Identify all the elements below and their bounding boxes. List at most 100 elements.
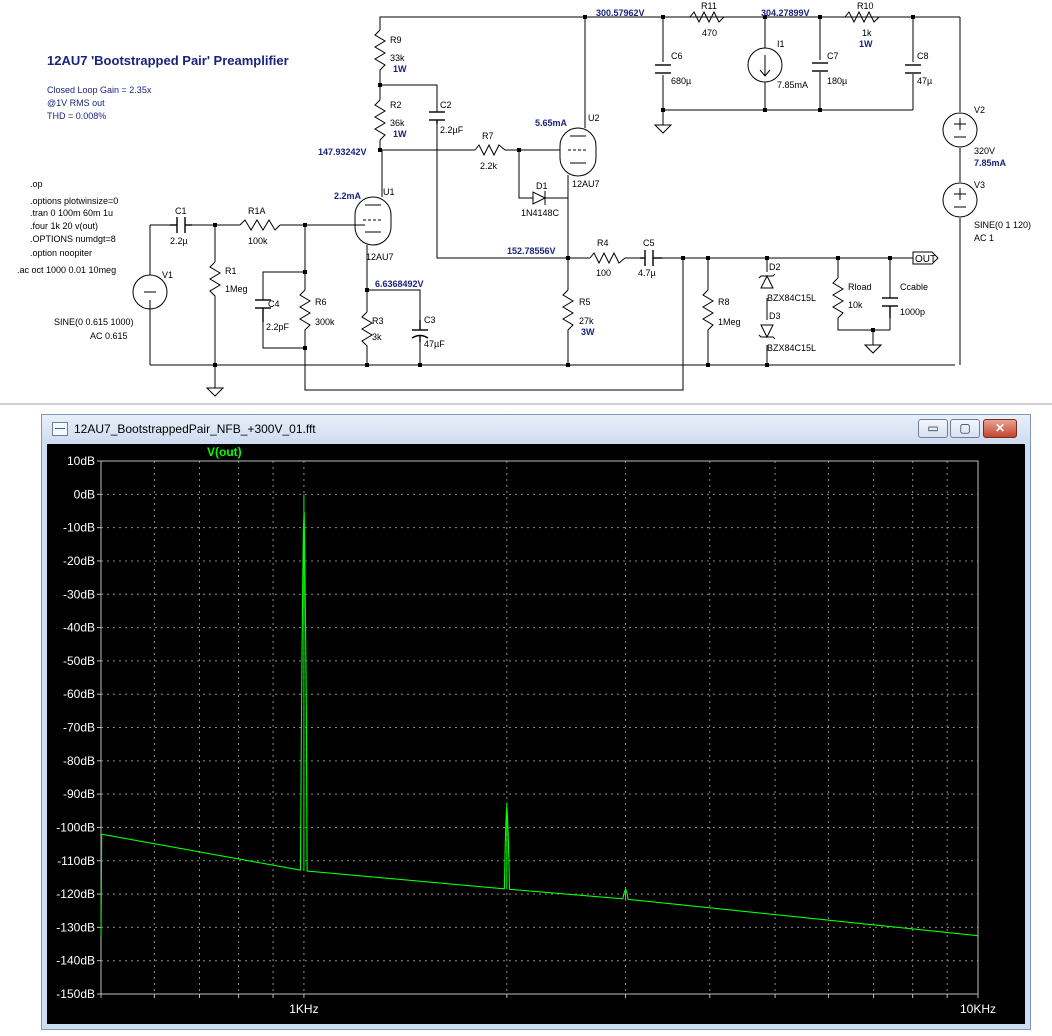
y-tick-label: -80dB <box>63 754 95 768</box>
label-r9-value: 33k <box>390 53 405 63</box>
label-rload-ref: Rload <box>848 282 872 292</box>
label-r3-value: 3k <box>372 332 382 342</box>
panel-separator <box>0 403 1052 405</box>
label-r9-ref: R9 <box>390 35 402 45</box>
label-c4-ref: C4 <box>268 299 280 309</box>
directive-noopiter: .option noopiter <box>30 248 92 258</box>
label-r8-ref: R8 <box>718 297 730 307</box>
label-rload-value: 10k <box>848 300 863 310</box>
waveform-icon <box>52 422 68 436</box>
label-r9-power: 1W <box>393 64 407 74</box>
out-port: OUT <box>912 251 939 265</box>
x-tick-label: 1KHz <box>289 1002 318 1016</box>
schematic-diagram: OUT 12AU7 'Bootstrapped Pair' Preamplifi… <box>17 1 1031 397</box>
label-r6-ref: R6 <box>315 297 327 307</box>
fft-window[interactable]: 12AU7_BootstrappedPair_NFB_+300V_01.fft … <box>41 414 1031 1030</box>
label-r10-ref: R10 <box>857 1 874 11</box>
label-r1-ref: R1 <box>225 266 237 276</box>
label-d2-value: BZX84C15L <box>767 293 816 303</box>
label-c4-value: 2.2pF <box>266 322 290 332</box>
label-v1-ref: V1 <box>162 270 173 280</box>
label-i1-ref: I1 <box>777 39 785 49</box>
note-gain: Closed Loop Gain = 2.35x <box>47 85 152 95</box>
schematic-capacitors <box>170 62 921 342</box>
y-tick-label: -110dB <box>57 854 95 868</box>
label-c1-value: 2.2µ <box>170 236 188 246</box>
label-c8-value: 47µ <box>917 76 932 86</box>
window-title: 12AU7_BootstrappedPair_NFB_+300V_01.fft <box>74 422 316 436</box>
node-voltage-u1-plate: 147.93242V <box>318 147 367 157</box>
node-voltage-u1-cathode: 6.6368492V <box>375 279 424 289</box>
label-r7-ref: R7 <box>482 131 494 141</box>
label-c1-ref: C1 <box>175 206 187 216</box>
schematic-diodes <box>532 191 776 340</box>
y-tick-label: -90dB <box>63 787 95 801</box>
schematic-sources <box>132 47 978 310</box>
label-r10-power: 1W <box>859 39 873 49</box>
minimize-button[interactable]: ▭ <box>918 419 948 438</box>
label-c2-value: 2.2µF <box>440 125 464 135</box>
y-tick-label: -20dB <box>63 554 95 568</box>
current-u2: 5.65mA <box>535 118 568 128</box>
label-c5-value: 4.7µ <box>638 268 656 278</box>
label-u2-ref: U2 <box>588 113 600 123</box>
label-c8-ref: C8 <box>917 51 929 61</box>
label-r5-power: 3W <box>581 327 595 337</box>
schematic-title: 12AU7 'Bootstrapped Pair' Preamplifier <box>47 53 289 68</box>
spice-directives: .op .options plotwinsize=0 .tran 0 100m … <box>17 179 118 275</box>
label-c5-ref: C5 <box>643 238 655 248</box>
note-thd: THD = 0.008% <box>47 111 106 121</box>
label-r1a-ref: R1A <box>248 206 266 216</box>
label-v3-ref: V3 <box>974 180 985 190</box>
close-button[interactable]: ✕ <box>983 419 1017 438</box>
y-tick-label: -140dB <box>56 954 95 968</box>
window-titlebar[interactable]: 12AU7_BootstrappedPair_NFB_+300V_01.fft … <box>42 415 1030 443</box>
y-tick-label: 10dB <box>67 454 95 468</box>
y-tick-label: -10dB <box>63 521 95 535</box>
label-r2-ref: R2 <box>390 100 402 110</box>
label-c7-value: 180µ <box>827 76 847 86</box>
y-tick-label: -70dB <box>63 721 95 735</box>
schematic-resistors <box>209 10 913 350</box>
y-tick-label: -100dB <box>56 820 95 834</box>
label-u1-ref: U1 <box>383 187 395 197</box>
x-tick-label: 10KHz <box>960 1002 996 1016</box>
note-level: @1V RMS out <box>47 98 105 108</box>
label-u2-value: 12AU7 <box>572 179 600 189</box>
label-r5-value: 27k <box>579 316 594 326</box>
label-c7-ref: C7 <box>827 51 839 61</box>
label-d1-ref: D1 <box>536 181 548 191</box>
spectrum-trace <box>100 511 979 937</box>
directive-numdgt: .OPTIONS numdgt=8 <box>30 234 116 244</box>
label-r1a-value: 100k <box>248 236 268 246</box>
y-tick-label: 0dB <box>74 487 95 501</box>
label-c2-ref: C2 <box>440 100 452 110</box>
label-r6-value: 300k <box>315 317 335 327</box>
label-r4-value: 100 <box>596 268 611 278</box>
schematic-junctions <box>213 15 915 367</box>
schematic-tubes <box>354 127 597 246</box>
label-r11-value: 470 <box>702 28 717 38</box>
y-tick-label: -50dB <box>63 654 95 668</box>
label-r2-power: 1W <box>393 129 407 139</box>
y-tick-label: -120dB <box>56 887 95 901</box>
maximize-button[interactable]: ▢ <box>950 419 980 438</box>
y-tick-label: -30dB <box>63 587 95 601</box>
svg-text:OUT: OUT <box>915 254 936 265</box>
label-r11-ref: R11 <box>701 1 717 11</box>
label-d2-ref: D2 <box>769 262 781 272</box>
label-c3-ref: C3 <box>424 315 436 325</box>
label-r7-value: 2.2k <box>480 161 498 171</box>
directive-ac: .ac oct 1000 0.01 10meg <box>17 265 116 275</box>
y-tick-label: -40dB <box>63 621 95 635</box>
label-v2-ref: V2 <box>974 105 985 115</box>
label-c6-ref: C6 <box>671 51 683 61</box>
directive-four: .four 1k 20 v(out) <box>30 221 98 231</box>
label-c3-value: 47µF <box>424 339 445 349</box>
plot-frame <box>100 460 979 995</box>
label-u1-value: 12AU7 <box>366 252 394 262</box>
fft-plot[interactable]: 10dB0dB-10dB-20dB-30dB-40dB-50dB-60dB-70… <box>47 444 1025 1024</box>
label-r1-value: 1Meg <box>225 284 248 294</box>
directive-options: .options plotwinsize=0 <box>30 196 118 206</box>
